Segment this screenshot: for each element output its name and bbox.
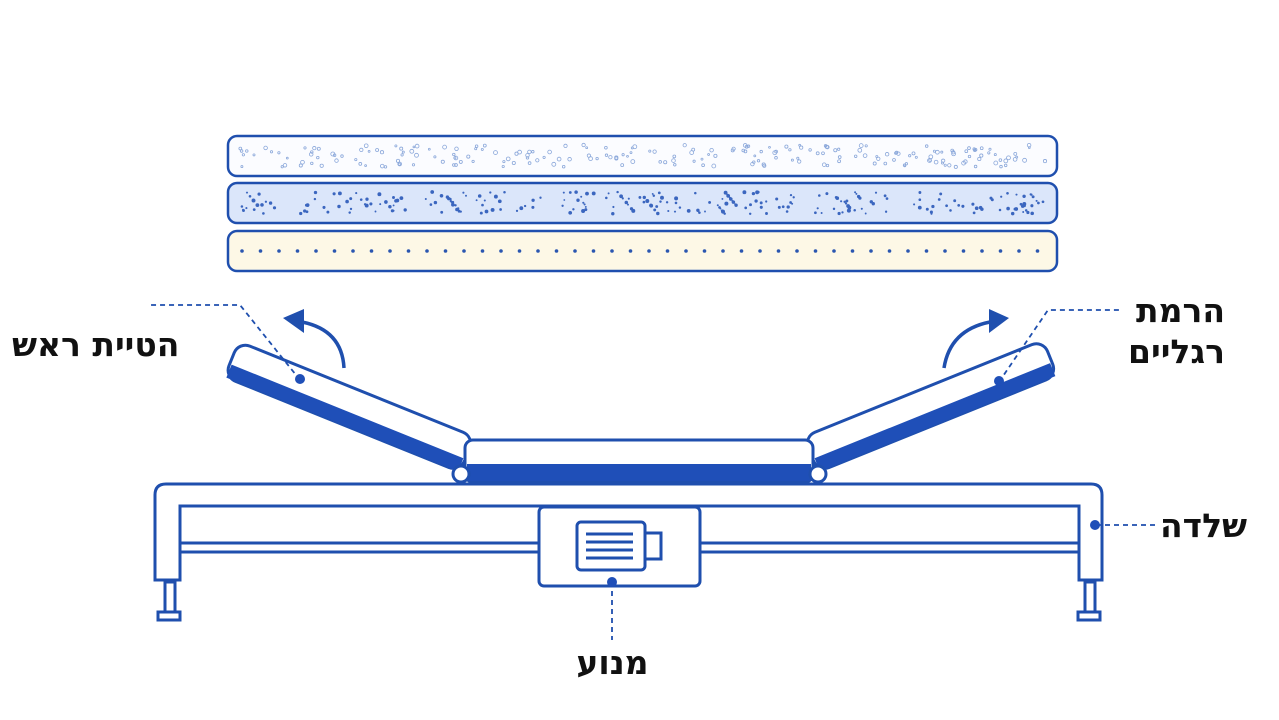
arrow-leg-raise-icon (942, 309, 1009, 369)
mattress-layer-bottom-texture (240, 249, 1040, 253)
label-leg-raise: הרמת רגליים (1100, 290, 1225, 373)
callout-head-tilt (150, 304, 301, 381)
motor-box (537, 505, 702, 588)
callout-dots (295, 374, 1100, 587)
head-hinge (451, 464, 471, 484)
label-motor-text: מנוע (576, 643, 649, 682)
label-motor: מנוע (540, 642, 685, 683)
callouts (150, 304, 1158, 640)
label-frame: שלדה (1160, 505, 1265, 546)
bed-deck (226, 342, 1056, 484)
motor-icon (575, 520, 663, 572)
label-head-tilt-text: הטיית ראש (12, 325, 180, 364)
mattress-layer-top-texture (238, 142, 1048, 169)
mattress-layer-middle-texture (240, 190, 1045, 216)
leg-section (805, 342, 1056, 472)
callout-leg-raise (998, 309, 1120, 383)
label-head-tilt: הטיית ראש (12, 324, 202, 365)
mattress-layer-middle (226, 181, 1059, 225)
center-section (463, 438, 815, 484)
label-leg-raise-line1: הרמת (1136, 291, 1225, 330)
label-leg-raise-line2: רגליים (1128, 332, 1225, 372)
label-frame-text: שלדה (1160, 506, 1248, 545)
leg-hinge (808, 464, 828, 484)
mattress-layer-bottom (226, 229, 1059, 273)
mattress-layers (226, 134, 1059, 273)
arrow-head-tilt-icon (283, 309, 346, 369)
head-section (226, 343, 473, 472)
mattress-layer-top (226, 134, 1059, 178)
